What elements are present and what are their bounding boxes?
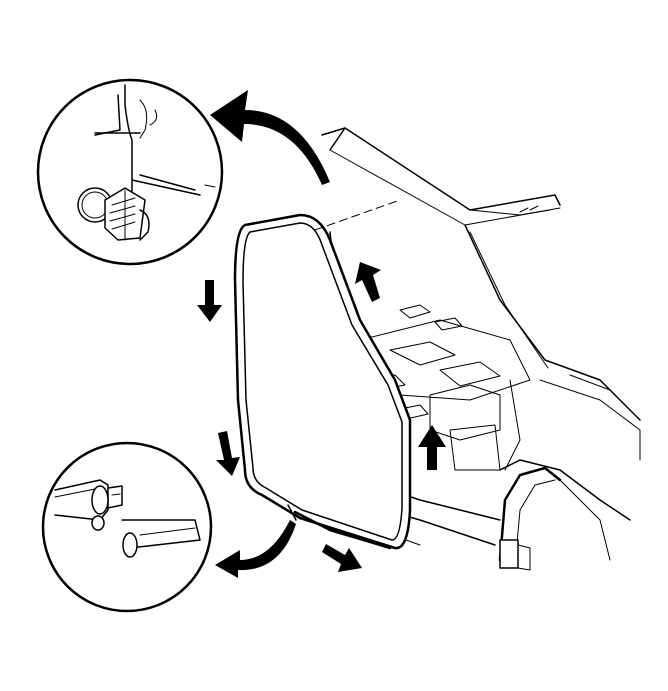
- leader-line: [314, 199, 401, 231]
- lower-detail-circle: [41, 441, 213, 613]
- straight-arrow-icon: [418, 425, 446, 470]
- curved-arrow-icon: [210, 90, 330, 185]
- straight-arrow-icon: [355, 262, 381, 302]
- curved-arrow-icon: [215, 520, 296, 578]
- pointer-line: [204, 184, 216, 188]
- upper-detail-circle: [36, 78, 224, 266]
- straight-arrow-icon: [322, 544, 362, 572]
- straight-arrow-icon: [216, 431, 240, 476]
- straight-arrow-icon: [197, 280, 222, 322]
- arrows: [197, 90, 446, 578]
- weatherstrip-seal: [233, 213, 412, 550]
